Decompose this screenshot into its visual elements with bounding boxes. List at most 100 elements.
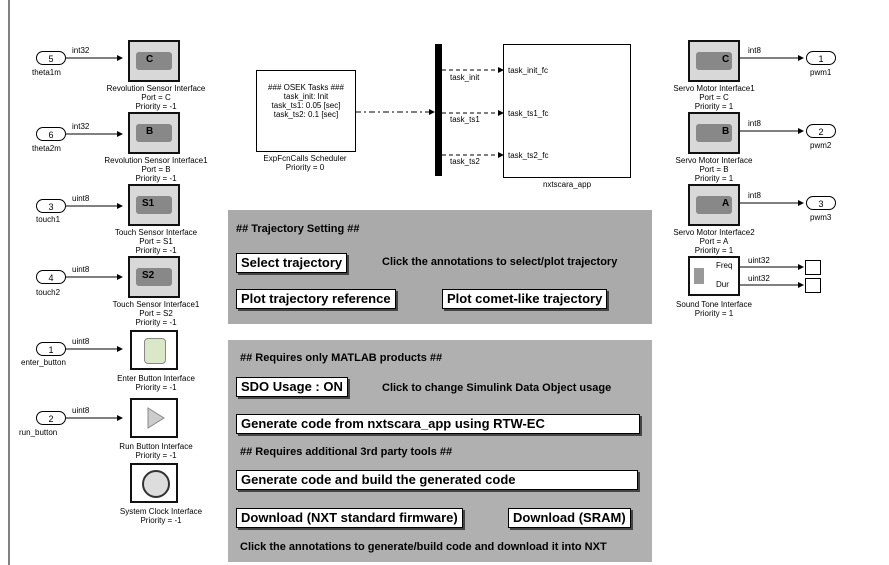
inport-name: run_button: [19, 428, 58, 437]
generate-code-button[interactable]: Generate code from nxtscara_app using RT…: [236, 414, 640, 434]
touch-sensor-icon: S1: [128, 184, 180, 226]
motor-icon: A: [688, 184, 740, 226]
inport-number: 4: [36, 270, 66, 284]
block-name: Revolution Sensor Interface1: [104, 156, 208, 165]
signal-task-ts1: task_ts1: [450, 115, 480, 124]
subsystem-input: task_init_fc: [508, 66, 549, 75]
select-trajectory-button[interactable]: Select trajectory: [236, 253, 348, 273]
signal-type: uint32: [748, 274, 770, 283]
block-priority: Priority = -1: [135, 246, 177, 255]
block-port: Port = B: [699, 165, 729, 174]
inport-number: 5: [36, 51, 66, 65]
enter-button-icon: [130, 330, 178, 370]
block-port: Port = C: [699, 93, 729, 102]
plot-comet-button[interactable]: Plot comet-like trajectory: [442, 289, 608, 309]
sensor-icon: B: [128, 112, 180, 154]
signal-type: int32: [72, 122, 90, 131]
block-name: Revolution Sensor Interface: [106, 84, 206, 93]
scheduler-box: ### OSEK Tasks ### task_init: Init task_…: [256, 70, 356, 152]
trajectory-heading: ## Trajectory Setting ##: [236, 223, 360, 235]
block-priority: Priority = 1: [694, 246, 734, 255]
motor-icon: B: [688, 112, 740, 154]
scheduler-name: ExpFcnCalls Scheduler: [263, 154, 347, 163]
select-hint: Click the annotations to select/plot tra…: [382, 256, 618, 268]
signal-task-ts2: task_ts2: [450, 157, 480, 166]
inport-name: theta2m: [32, 144, 61, 153]
outport-name: pwm2: [810, 141, 832, 150]
build-code-button[interactable]: Generate code and build the generated co…: [236, 470, 638, 490]
block-name: Enter Button Interface: [117, 374, 195, 383]
sdo-hint: Click to change Simulink Data Object usa…: [382, 382, 612, 394]
matlab-heading: ## Requires only MATLAB products ##: [240, 352, 443, 364]
terminator-icon: [805, 260, 821, 275]
outport-number: 1: [806, 51, 836, 65]
block-priority: Priority = -1: [135, 383, 177, 392]
trajectory-panel: ## Trajectory Setting ## Select trajecto…: [228, 210, 652, 324]
outport-name: pwm1: [810, 68, 832, 77]
scheduler-line: task_ts2: 0.1 [sec]: [273, 110, 339, 119]
speaker-icon: Freq Dur: [688, 256, 740, 296]
outport-number: 3: [806, 196, 836, 210]
block-name: Servo Motor Interface: [675, 156, 753, 165]
mux-bar: [435, 44, 442, 176]
signal-type: int8: [748, 46, 761, 55]
block-priority: Priority = -1: [135, 451, 177, 460]
subsystem-name: nxtscara_app: [542, 180, 592, 189]
block-priority: Priority = -1: [135, 174, 177, 183]
subsystem-box: task_init_fc task_ts1_fc task_ts2_fc: [503, 44, 631, 178]
signal-type: uint8: [72, 194, 90, 203]
subsystem-input: task_ts2_fc: [508, 151, 549, 160]
scheduler-priority: Priority = 0: [285, 163, 325, 172]
outport-number: 2: [806, 124, 836, 138]
scheduler-line: task_ts1: 0.05 [sec]: [271, 101, 341, 110]
block-priority: Priority = 1: [694, 102, 734, 111]
block-priority: Priority = 1: [694, 309, 734, 318]
outport-name: pwm3: [810, 213, 832, 222]
block-port: Port = A: [699, 237, 729, 246]
inport-name: theta1m: [32, 68, 61, 77]
inport-number: 2: [36, 411, 66, 425]
block-port: Port = S2: [139, 309, 173, 318]
block-port: Port = C: [141, 93, 171, 102]
block-priority: Priority = -1: [135, 318, 177, 327]
block-name: Touch Sensor Interface1: [112, 300, 200, 309]
scheduler-line: task_init: Init: [283, 92, 329, 101]
block-port: Port = B: [141, 165, 171, 174]
download-standard-button[interactable]: Download (NXT standard firmware): [236, 508, 463, 528]
block-name: Sound Tone Interface: [676, 300, 752, 309]
block-name: Servo Motor Interface1: [673, 84, 755, 93]
thirdparty-heading: ## Requires additional 3rd party tools #…: [240, 446, 453, 458]
block-name: Servo Motor Interface2: [673, 228, 755, 237]
scheduler-line: ### OSEK Tasks ###: [268, 83, 344, 92]
inport-name: enter_button: [21, 358, 66, 367]
signal-type: int32: [72, 46, 90, 55]
download-hint: Click the annotations to generate/build …: [240, 541, 607, 553]
inport-number: 1: [36, 342, 66, 356]
block-name: Run Button Interface: [119, 442, 193, 451]
block-priority: Priority = -1: [135, 102, 177, 111]
signal-type: int8: [748, 119, 761, 128]
inport-number: 6: [36, 127, 66, 141]
motor-icon: C: [688, 40, 740, 82]
block-name: System Clock Interface: [119, 507, 203, 516]
plot-reference-button[interactable]: Plot trajectory reference: [236, 289, 396, 309]
sensor-icon: C: [128, 40, 180, 82]
run-button-icon: [130, 398, 178, 438]
inport-name: touch1: [36, 215, 61, 224]
inport-number: 3: [36, 199, 66, 213]
codegen-panel: ## Requires only MATLAB products ## SDO …: [228, 340, 652, 562]
subsystem-input: task_ts1_fc: [508, 109, 549, 118]
signal-type: uint8: [72, 406, 90, 415]
block-priority: Priority = -1: [140, 516, 182, 525]
clock-icon: [130, 463, 178, 503]
terminator-icon: [805, 278, 821, 293]
inport-name: touch2: [36, 288, 61, 297]
download-sram-button[interactable]: Download (SRAM): [508, 508, 631, 528]
sdo-usage-button[interactable]: SDO Usage : ON: [236, 377, 348, 397]
touch-sensor-icon: S2: [128, 256, 180, 298]
block-priority: Priority = 1: [694, 174, 734, 183]
signal-task-init: task_init: [450, 73, 480, 82]
signal-type: uint8: [72, 265, 90, 274]
block-port: Port = S1: [139, 237, 173, 246]
